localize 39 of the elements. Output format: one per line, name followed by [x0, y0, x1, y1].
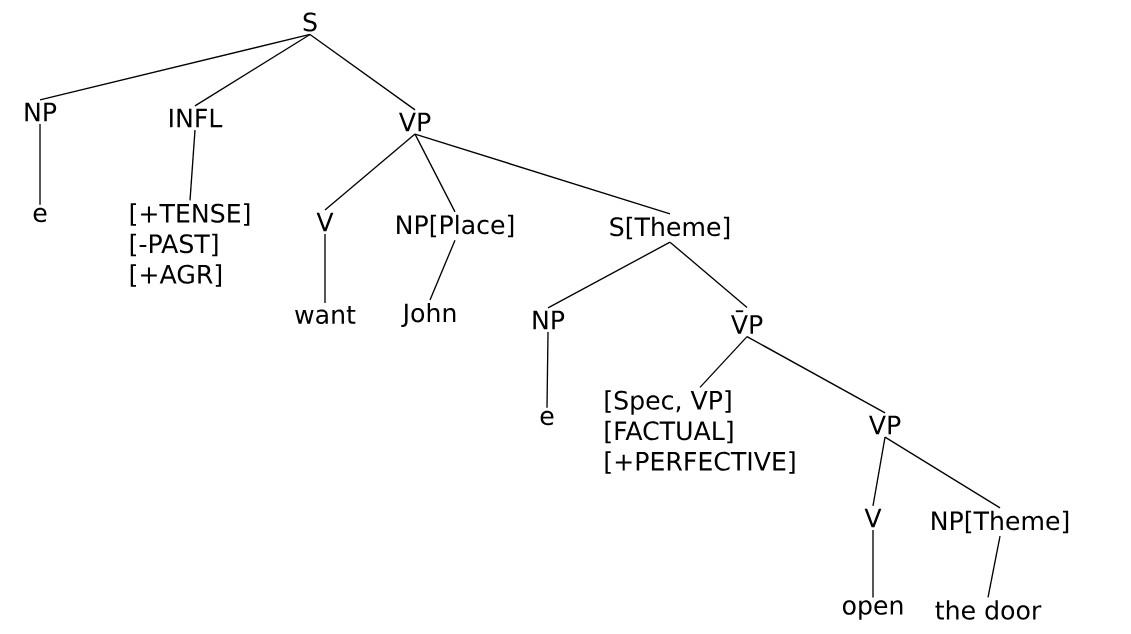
tree-label: e [540, 410, 554, 426]
branch-line [39, 33, 311, 101]
branch-line [189, 129, 196, 201]
branch-line [429, 239, 456, 301]
branch-line [194, 33, 311, 107]
branch-line [884, 436, 1001, 509]
branch-line [987, 535, 1001, 598]
branch-line [546, 331, 549, 409]
tree-label: e [33, 207, 47, 223]
branch-line [547, 241, 671, 309]
tree-label: John [401, 302, 456, 328]
tree-label: NP [533, 310, 565, 330]
tree-label: VP [399, 112, 431, 132]
tree-label: the door [935, 600, 1042, 620]
branch-line [39, 123, 41, 206]
tree-label: VP [869, 415, 901, 435]
branch-line [414, 133, 671, 215]
tree-label: V̄P [731, 310, 763, 334]
tree-label: NP [25, 102, 57, 122]
branch-line [669, 241, 748, 309]
branch-line [324, 133, 416, 211]
tree-label: open [842, 600, 903, 620]
tree-label: INFL [170, 108, 223, 128]
feature-bundle: [Spec, VP] [FACTUAL] [+PERFECTIVE] [605, 390, 795, 474]
branch-line [699, 335, 748, 388]
tree-label: V [864, 508, 882, 528]
branch-line [324, 233, 326, 304]
tree-label: want [295, 306, 356, 325]
branch-line [309, 33, 416, 111]
tree-label: S [303, 12, 317, 32]
branch-line [872, 529, 874, 599]
branch-line [414, 133, 456, 213]
tree-label: S[Theme] [610, 216, 730, 240]
tree-label: V [316, 212, 334, 232]
branch-line [872, 436, 886, 507]
feature-bundle: [+TENSE] [-PAST] [+AGR] [130, 203, 250, 287]
branch-line [746, 335, 886, 414]
tree-label: NP[Place] [397, 214, 514, 238]
tree-label: NP[Theme] [932, 510, 1069, 534]
